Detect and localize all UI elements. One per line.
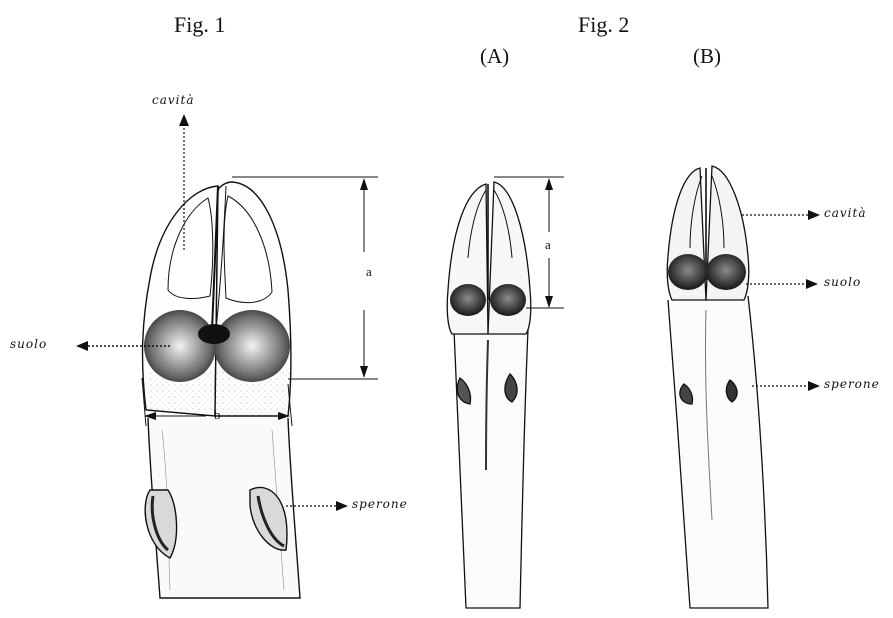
fig2b-label-cavity: cavità [824,206,866,220]
fig1-title: Fig. 1 [174,12,225,38]
fig1-label-sole: suolo [10,337,47,351]
fig2-title: Fig. 2 [578,12,629,38]
fig2a-hoof [447,182,531,608]
fig1-hoof [143,182,300,598]
fig1-dimension-a: a [366,264,372,280]
fig2b-hoof [667,166,768,608]
fig2b-title: (B) [693,44,721,69]
fig2a-dimension-a: a [545,237,551,253]
fig2b-label-sole: suolo [824,275,861,289]
fig2b-label-spur: sperone [824,377,880,391]
fig1-dimension-b: b [214,407,221,423]
fig1-label-spur: sperone [352,497,408,511]
fig1-label-cavity: cavità [152,93,194,107]
fig2a-title: (A) [480,44,509,69]
